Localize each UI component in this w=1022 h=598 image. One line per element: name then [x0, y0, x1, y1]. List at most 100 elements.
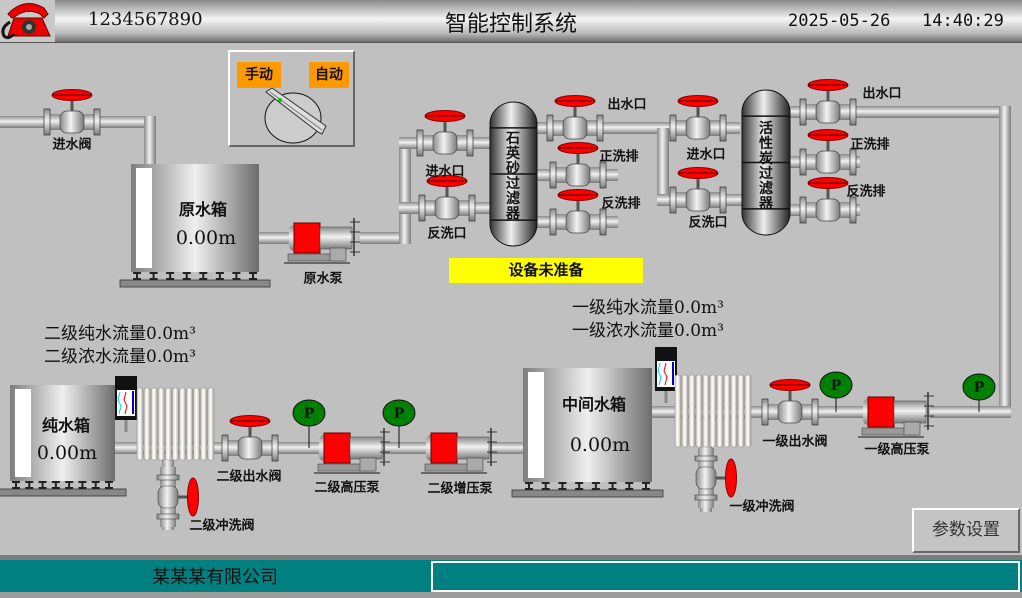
- stage1-flush-valve-label: 一级冲洗阀: [729, 499, 795, 515]
- pipe: [144, 116, 156, 166]
- carbon-backwash-drain-valve[interactable]: [799, 177, 857, 224]
- company-name: 某某某有限公司: [152, 567, 278, 588]
- stage1-hp-pump-label: 一级高压泵: [864, 442, 930, 458]
- carbon-backwash-inlet-label: 反洗口: [688, 215, 728, 231]
- stage2-pressure-gauge-1: P: [292, 399, 326, 448]
- stage1-pressure-gauge-2: P: [962, 373, 996, 412]
- inlet-valve[interactable]: [43, 89, 101, 136]
- stage2-flush-valve[interactable]: [156, 467, 199, 527]
- time-display: 14:40:29: [922, 11, 1004, 31]
- motor-icon: [293, 222, 321, 254]
- pure-water-tank: [0, 385, 127, 497]
- carbon-forward-drain-label: 正洗排: [850, 137, 890, 153]
- quartz-backwash-drain-valve[interactable]: [549, 189, 607, 236]
- inlet-valve-label: 进水阀: [52, 137, 92, 153]
- stage2-pressure-gauge-2: P: [382, 399, 416, 448]
- gauge-label: P: [394, 406, 405, 422]
- stage1-outlet-valve-label: 一级出水阀: [762, 434, 828, 450]
- level-bar: [15, 389, 31, 477]
- stage1-flush-valve[interactable]: [694, 448, 737, 508]
- header-bar: [0, 0, 1022, 43]
- quartz-inlet-label: 进水口: [425, 164, 465, 180]
- raw-water-tank: [119, 164, 271, 288]
- process-diagram: P P P P: [0, 79, 1011, 530]
- status-banner: 设备未准备: [449, 258, 643, 283]
- level-bar: [528, 372, 544, 478]
- level-bar: [136, 168, 152, 268]
- quartz-inlet-valve[interactable]: [416, 110, 474, 157]
- gauge-label: P: [831, 378, 842, 394]
- stage1-pressure-gauge-1: P: [819, 371, 853, 412]
- carbon-outlet-label: 出水口: [862, 86, 902, 102]
- pure-tank-name: 纯水箱: [41, 416, 91, 435]
- stage1-pure-flow: 一级纯水流量0.0m³: [572, 298, 724, 318]
- pure-tank-level: 0.00m: [36, 442, 98, 464]
- pipe: [657, 128, 669, 200]
- stage1-conductivity-sensor: [655, 347, 677, 403]
- pipe: [259, 232, 292, 244]
- carbon-inlet-valve[interactable]: [669, 95, 727, 142]
- quartz-forward-drain-label: 正洗排: [599, 149, 639, 165]
- raw-tank-name: 原水箱: [178, 200, 228, 219]
- stage1-ro-membrane: [674, 374, 752, 448]
- carbon-filter-name: 活性炭过滤器: [759, 121, 773, 212]
- stage2-hp-pump[interactable]: [314, 428, 390, 474]
- footer-divider: [0, 555, 1022, 560]
- manual-mode-button[interactable]: 手动: [237, 62, 281, 88]
- motor-icon: [430, 432, 458, 464]
- mid-tank-level: 0.00m: [569, 434, 631, 456]
- stage2-outlet-valve[interactable]: [221, 415, 279, 462]
- auto-mode-button[interactable]: 自动: [309, 62, 349, 88]
- raw-water-pump[interactable]: [284, 218, 360, 264]
- stage2-conductivity-sensor: [115, 376, 137, 432]
- carbon-forward-drain-valve[interactable]: [799, 129, 857, 176]
- stage2-outlet-valve-label: 二级出水阀: [216, 469, 282, 485]
- quartz-backwash-inlet-valve[interactable]: [418, 175, 476, 222]
- quartz-outlet-valve[interactable]: [546, 95, 604, 142]
- carbon-backwash-drain-label: 反洗排: [846, 184, 886, 200]
- motor-icon: [323, 432, 351, 464]
- stage2-pure-flow: 二级纯水流量0.0m³: [44, 324, 196, 344]
- quartz-backwash-inlet-label: 反洗口: [427, 226, 467, 242]
- mode-switch-panel: 手动 自动: [228, 50, 355, 147]
- pipe: [999, 106, 1011, 418]
- intermediate-water-tank: [511, 368, 664, 498]
- handwheel-icon: [725, 458, 737, 498]
- footer-message-box: [431, 561, 1020, 592]
- pipe: [930, 406, 1011, 418]
- handwheel-icon: [187, 477, 199, 517]
- activated-carbon-filter: [741, 89, 791, 236]
- gauge-label: P: [974, 380, 985, 396]
- phone-number: 1234567890: [88, 9, 203, 30]
- quartz-forward-drain-valve[interactable]: [549, 142, 607, 189]
- page-title: 智能控制系统: [444, 12, 577, 37]
- stage2-conc-flow: 二级浓水流量0.0m³: [44, 347, 196, 367]
- stage2-flush-valve-label: 二级冲洗阀: [189, 518, 255, 534]
- telephone-icon[interactable]: [0, 0, 55, 42]
- quartz-sand-filter: [489, 101, 538, 247]
- stage1-outlet-valve[interactable]: [761, 379, 819, 426]
- date-display: 2025-05-26: [788, 11, 891, 31]
- carbon-inlet-label: 进水口: [686, 147, 726, 163]
- motor-icon: [867, 396, 895, 428]
- stage1-conc-flow: 一级浓水流量0.0m³: [572, 321, 724, 341]
- quartz-backwash-drain-label: 反洗排: [601, 196, 641, 212]
- gauge-label: P: [304, 406, 315, 422]
- footer-bottom-edge: [0, 592, 1022, 598]
- stage1-hp-pump[interactable]: [858, 392, 934, 438]
- parameter-settings-button[interactable]: 参数设置: [912, 508, 1020, 553]
- carbon-outlet-valve[interactable]: [799, 79, 857, 126]
- raw-pump-label: 原水泵: [303, 271, 343, 287]
- quartz-filter-name: 石英砂过滤器: [506, 131, 520, 222]
- pipe: [399, 143, 411, 244]
- stage2-boost-pump[interactable]: [421, 428, 497, 474]
- quartz-outlet-label: 出水口: [607, 97, 647, 113]
- stage2-hp-pump-label: 二级高压泵: [314, 480, 380, 496]
- pipe: [360, 232, 410, 244]
- footer-bar: [0, 560, 1022, 592]
- raw-tank-level: 0.00m: [175, 227, 237, 249]
- mode-selector-knob[interactable]: [264, 88, 330, 144]
- carbon-backwash-inlet-valve[interactable]: [669, 167, 727, 214]
- mid-tank-name: 中间水箱: [561, 395, 627, 414]
- stage2-boost-pump-label: 二级增压泵: [427, 481, 493, 497]
